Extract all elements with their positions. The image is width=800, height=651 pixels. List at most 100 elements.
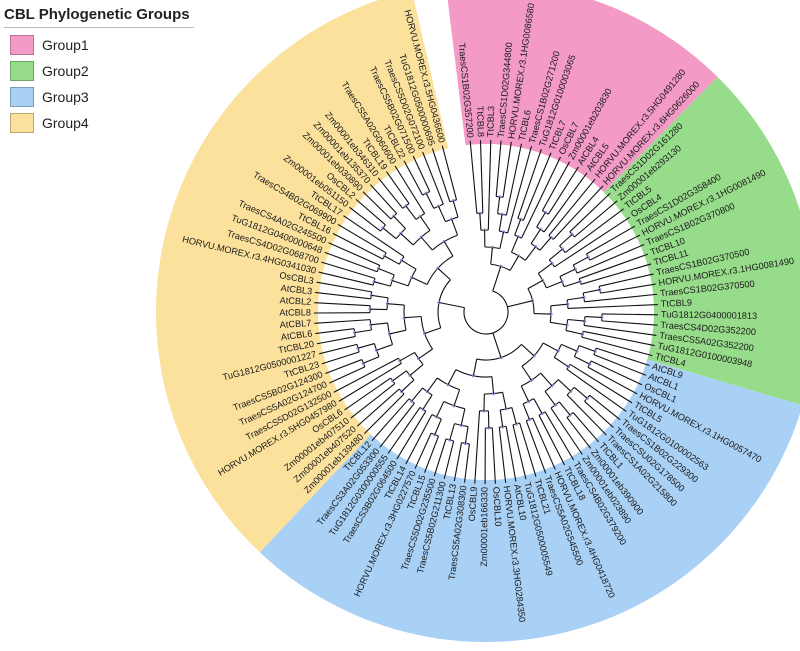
branch-segment bbox=[404, 315, 422, 319]
branch-segment bbox=[472, 358, 478, 376]
branch-segment bbox=[437, 267, 451, 281]
leaf-connector bbox=[377, 176, 379, 179]
branch-segment bbox=[576, 243, 645, 274]
branch-segment bbox=[569, 363, 633, 404]
branch-segment bbox=[521, 343, 535, 357]
branch-segment bbox=[491, 376, 495, 394]
leaf-connector bbox=[626, 411, 628, 413]
leaf-label: TuG1812G0400001813 bbox=[661, 309, 757, 321]
branch-segment bbox=[463, 443, 470, 483]
branch-segment bbox=[422, 394, 433, 410]
branch-segment bbox=[373, 281, 391, 287]
branch-segment bbox=[521, 365, 532, 381]
branch-segment bbox=[400, 233, 414, 246]
branch-segment bbox=[521, 156, 561, 239]
branch-segment bbox=[431, 148, 451, 202]
branch-segment bbox=[474, 410, 481, 484]
leaf-connector bbox=[394, 164, 396, 167]
branch-segment bbox=[333, 357, 399, 393]
branch-segment bbox=[392, 370, 407, 382]
branch-segment bbox=[405, 205, 417, 220]
branch-segment bbox=[451, 218, 459, 236]
branch-segment bbox=[552, 185, 604, 240]
branch-segment bbox=[569, 192, 611, 233]
branch-segment bbox=[522, 152, 552, 221]
branch-segment bbox=[547, 166, 579, 215]
branch-segment bbox=[453, 389, 461, 406]
branch-segment bbox=[394, 165, 426, 214]
leaf-connector bbox=[573, 459, 575, 462]
branch-segment bbox=[548, 178, 596, 236]
branch-segment bbox=[598, 273, 654, 287]
branch-segment bbox=[469, 140, 478, 214]
branch-segment bbox=[350, 383, 396, 419]
leaf-label: AtCBL8 bbox=[279, 307, 311, 317]
branch-segment bbox=[349, 206, 381, 232]
legend-item-group3: Group3 bbox=[4, 84, 194, 110]
branch-segment bbox=[453, 442, 463, 482]
branch-segment bbox=[540, 372, 553, 387]
branch-segment bbox=[382, 227, 397, 240]
branch-segment bbox=[316, 336, 356, 345]
branch-segment bbox=[542, 342, 559, 352]
branch-segment bbox=[558, 401, 571, 416]
branch-segment bbox=[387, 407, 421, 454]
branch-segment bbox=[378, 268, 395, 276]
branch-segment bbox=[514, 219, 522, 236]
branch-segment bbox=[325, 359, 362, 375]
branch-segment bbox=[507, 145, 533, 234]
branch-segment bbox=[447, 369, 457, 385]
node-marker bbox=[566, 302, 570, 306]
branch-segment bbox=[386, 171, 410, 204]
branch-segment bbox=[524, 246, 537, 261]
branch-segment bbox=[572, 256, 589, 266]
node-marker bbox=[478, 211, 482, 215]
leaf-connector bbox=[602, 184, 604, 187]
node-marker bbox=[369, 293, 373, 297]
legend-swatch-group2 bbox=[10, 61, 34, 81]
branch-segment bbox=[559, 233, 573, 247]
branch-segment bbox=[321, 351, 360, 365]
branch-segment bbox=[405, 414, 433, 465]
node-marker bbox=[498, 195, 502, 199]
branch-segment bbox=[314, 319, 371, 324]
branch-segment bbox=[371, 398, 410, 442]
leaf-connector bbox=[362, 190, 364, 192]
branch-segment bbox=[492, 266, 502, 292]
branch-segment bbox=[438, 301, 465, 309]
branch-segment bbox=[443, 241, 454, 257]
branch-segment bbox=[464, 426, 469, 444]
branch-segment bbox=[586, 225, 636, 255]
branch-segment bbox=[499, 231, 505, 249]
branch-segment bbox=[584, 293, 658, 303]
branch-segment bbox=[411, 276, 428, 286]
branch-segment bbox=[546, 281, 563, 289]
branch-segment bbox=[497, 196, 501, 214]
wedge-group3 bbox=[259, 359, 800, 642]
leaf-connector bbox=[371, 440, 373, 442]
branch-segment bbox=[565, 329, 583, 335]
branch-segment bbox=[510, 236, 519, 253]
branch-segment bbox=[436, 401, 445, 418]
branch-segment bbox=[328, 242, 381, 266]
leaf-connector bbox=[613, 427, 615, 429]
branch-segment bbox=[525, 420, 547, 474]
branch-segment bbox=[441, 145, 458, 200]
leaf-label: Zm00001eb166330 bbox=[479, 487, 489, 567]
branch-segment bbox=[409, 364, 424, 376]
branch-segment bbox=[507, 300, 533, 308]
branch-segment bbox=[550, 407, 583, 455]
branch-segment bbox=[337, 223, 387, 254]
branch-segment bbox=[401, 379, 415, 392]
branch-segment bbox=[574, 356, 590, 365]
node-marker bbox=[482, 228, 487, 232]
branch-segment bbox=[362, 191, 392, 220]
branch-segment bbox=[332, 232, 384, 260]
leaf-connector bbox=[586, 171, 588, 173]
branch-segment bbox=[563, 280, 581, 288]
branch-segment bbox=[505, 143, 523, 216]
node-marker bbox=[448, 438, 452, 442]
branch-segment bbox=[539, 237, 552, 251]
branch-segment bbox=[579, 253, 649, 280]
leaf-label: TtCBL9 bbox=[661, 298, 693, 309]
